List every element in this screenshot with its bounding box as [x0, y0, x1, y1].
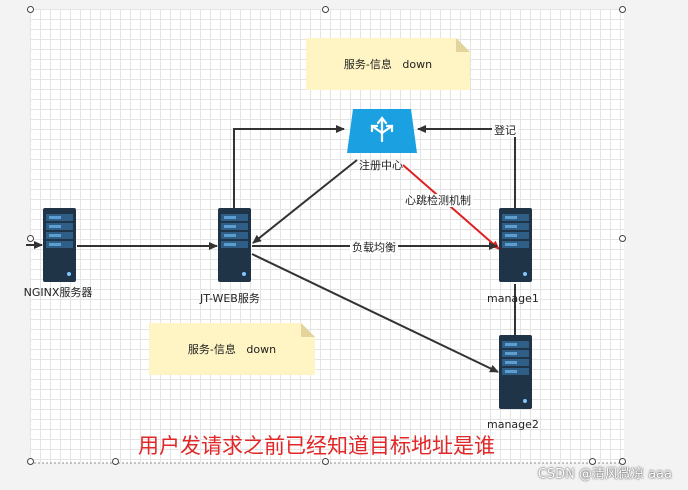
jtweb-label: JT-WEB服务 [200, 292, 260, 305]
load-balance-edge-label: 负载均衡 [350, 241, 398, 254]
note-top[interactable]: 服务-信息 down [306, 38, 470, 90]
selection-handle[interactable] [27, 235, 34, 242]
manage2-server[interactable] [499, 335, 532, 409]
note-bottom-text: 服务-信息 down [187, 343, 277, 356]
note-top-text: 服务-信息 down [343, 58, 433, 71]
manage1-label: manage1 [487, 292, 539, 305]
manage2-label: manage2 [487, 418, 539, 431]
nginx-server[interactable] [43, 208, 76, 282]
edge-heartbeat [402, 164, 500, 250]
csdn-watermark: CSDN @清风微凉 aaa [537, 467, 672, 482]
heartbeat-edge-label: 心跳检测机制 [403, 194, 473, 207]
manage1-server[interactable] [499, 208, 532, 282]
register-edge-label: 登记 [492, 124, 518, 137]
edge-registry-to-jtweb [252, 159, 358, 244]
server-icon [499, 335, 532, 409]
text-handle[interactable] [589, 458, 596, 465]
jtweb-server[interactable] [218, 208, 251, 282]
selection-handle[interactable] [619, 235, 626, 242]
selection-handle[interactable] [619, 458, 626, 465]
server-icon [43, 208, 76, 282]
registry-label: 注册中心 [359, 159, 403, 172]
nginx-label: NGINX服务器 [23, 286, 93, 299]
edge-jtweb-to-manage2 [251, 253, 499, 373]
selection-handle[interactable] [322, 6, 329, 13]
selection-handle[interactable] [322, 458, 329, 465]
registry-node[interactable] [347, 109, 417, 153]
text-handle[interactable] [112, 458, 119, 465]
selection-handle[interactable] [27, 6, 34, 13]
server-icon [218, 208, 251, 282]
selection-handle[interactable] [27, 458, 34, 465]
edge-jtweb-to-registry [233, 125, 345, 208]
server-icon [499, 208, 532, 282]
registry-icon [347, 109, 417, 153]
diagram-caption: 用户发请求之前已经知道目标地址是谁 [138, 434, 495, 458]
selection-handle[interactable] [619, 6, 626, 13]
note-bottom[interactable]: 服务-信息 down [149, 323, 315, 375]
